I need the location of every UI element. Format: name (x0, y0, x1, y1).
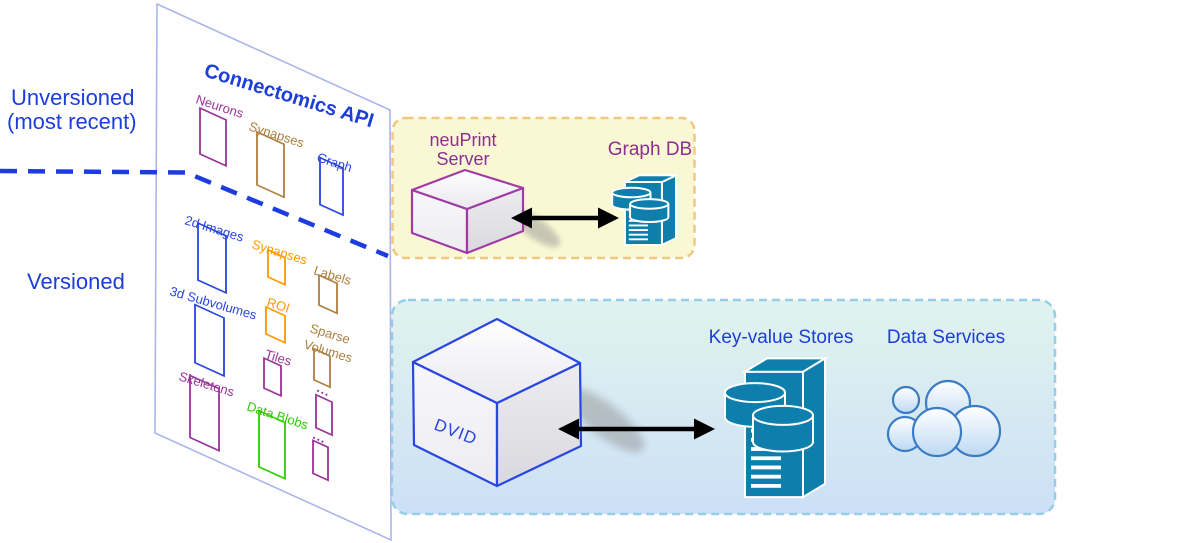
arrow-head-left (558, 418, 579, 440)
api-rect-tiles (263, 356, 282, 398)
neuprint-server-cube (410, 168, 525, 255)
graphdb-label: Graph DB (608, 139, 692, 160)
cube-top-face (411, 317, 582, 405)
dvid-cube-shadow (565, 387, 645, 453)
api-rect-data-blobs (258, 409, 286, 480)
api-rect-synapses (267, 248, 286, 286)
cube-top-face (410, 168, 525, 211)
api-rect-3d-subvolumes (194, 303, 225, 378)
dvid-cube (411, 317, 583, 488)
version-separator-dashed-line (0, 168, 389, 259)
api-panel-rects (189, 106, 344, 482)
ellipsis-more-2: ... (311, 427, 330, 446)
api-rect-graph (319, 156, 344, 217)
arrow-head-right (598, 207, 619, 229)
cloud-lobe (891, 385, 921, 415)
arrow-head-left (511, 207, 532, 229)
keyvalue-stores-label: Key-value Stores (709, 327, 854, 348)
api-rect-skeletons (189, 374, 220, 452)
api-rect-synapses-top (256, 130, 285, 199)
data-services-cloud-icon (886, 379, 1002, 458)
dvid-kv-arrow (558, 418, 715, 440)
label-roi: ROI (265, 295, 292, 316)
cloud-lobe (911, 406, 963, 458)
data-services-label: Data Services (887, 327, 1005, 348)
api-rect-more-1 (315, 393, 333, 437)
api-rect-more-2 (312, 439, 329, 482)
section-unversioned-label: Unversioned (11, 85, 135, 110)
ellipsis-more-1: ... (315, 380, 334, 399)
api-rect-2d-images (197, 221, 227, 295)
api-rect-neurons (199, 106, 227, 168)
api-rect-roi (265, 305, 286, 344)
section-unversioned-sublabel: (most recent) (7, 109, 137, 134)
api-rect-labels (318, 273, 338, 315)
neuprint-server-label-1: neuPrint (429, 130, 496, 150)
api-rect-sparse-volumes (313, 347, 331, 389)
neuprint-server-label-2: Server (436, 149, 489, 169)
arrow-head-right (694, 418, 715, 440)
neuprint-graphdb-arrow (511, 207, 619, 229)
section-versioned-label: Versioned (27, 269, 125, 294)
